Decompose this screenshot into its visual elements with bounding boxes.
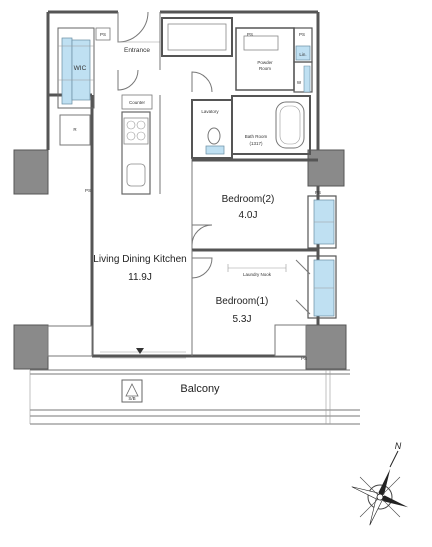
bath-room-label-2: (1317) xyxy=(249,141,263,146)
laundry-nook-label: Laundry Nook xyxy=(243,272,272,277)
ldk-name: Living Dining Kitchen xyxy=(93,254,186,265)
ps-label-1: PS xyxy=(100,32,106,37)
sb-label: S/B xyxy=(128,396,135,401)
bath-room: Bath Room (1317) xyxy=(231,95,311,155)
bedroom-1-name: Bedroom(1) xyxy=(216,296,269,307)
ps-label-5: PS xyxy=(85,188,91,193)
powder-room-label-2: Room xyxy=(259,66,271,71)
r-label: R xyxy=(73,127,77,132)
wic-storage: PS WIC xyxy=(57,27,111,109)
balcony: Balcony S/B PS xyxy=(121,356,331,424)
ldk-size: 11.9J xyxy=(128,272,152,283)
column-top-left xyxy=(13,149,49,195)
compass-rose: N xyxy=(351,441,409,526)
powder-room: Powder Room Lin. W PS PS xyxy=(235,27,313,93)
ps-label-4: PS xyxy=(315,190,321,195)
wic-label: WIC xyxy=(74,65,87,72)
ps-label-2: PS xyxy=(247,32,253,37)
ps-label-6: PS xyxy=(301,356,307,361)
entrance-area: Entrance xyxy=(117,11,233,91)
balcony-label: Balcony xyxy=(180,383,220,395)
column-bottom-right xyxy=(305,324,347,370)
living-dining-kitchen: Living Dining Kitchen 11.9J PS xyxy=(85,188,187,359)
bedroom-2: Bedroom(2) 4.0J PS xyxy=(191,158,337,252)
refrigerator: R xyxy=(59,114,91,146)
entrance-label: Entrance xyxy=(124,47,150,54)
column-top-right xyxy=(307,149,345,187)
bedroom-2-name: Bedroom(2) xyxy=(222,194,275,205)
lavatory-label: Lavatory xyxy=(201,109,219,114)
north-label: N xyxy=(395,441,402,451)
exterior-walls xyxy=(29,10,360,425)
kitchen-area: Counter xyxy=(121,94,161,195)
counter-label: Counter xyxy=(129,100,146,105)
structural-columns xyxy=(13,149,347,370)
bedroom-2-size: 4.0J xyxy=(239,210,258,221)
lin-label: Lin. xyxy=(299,52,306,57)
bath-room-label-1: Bath Room xyxy=(245,134,268,139)
bedroom-1-size: 5.3J xyxy=(233,314,252,325)
lavatory: Lavatory xyxy=(191,71,233,159)
w-label: W xyxy=(297,80,302,85)
column-bottom-left xyxy=(13,324,49,370)
powder-room-label-1: Powder xyxy=(257,60,273,65)
bedroom-1: Bedroom(1) 5.3J Laundry Nook xyxy=(191,250,337,356)
ps-label-3: PS xyxy=(299,32,305,37)
